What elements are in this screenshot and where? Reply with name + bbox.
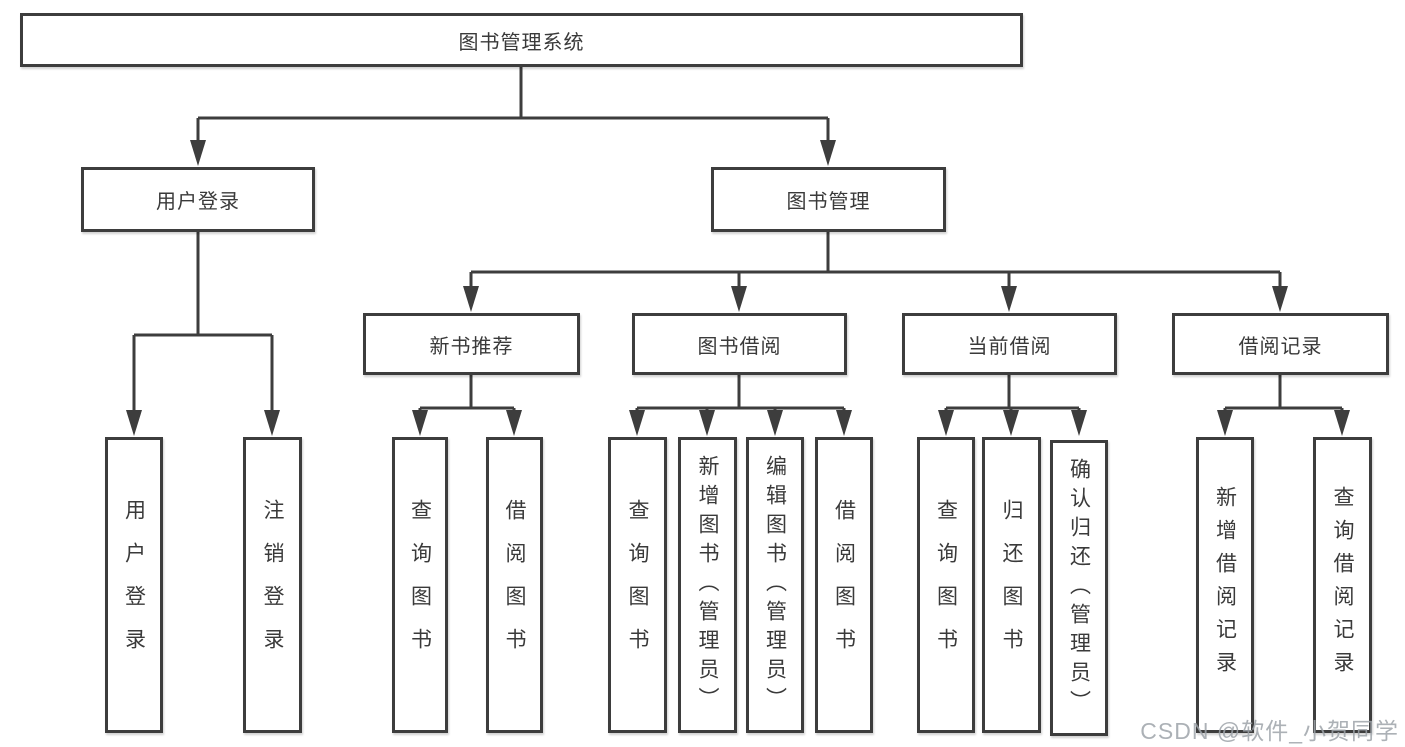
leaf-edit-books-admin: 编辑图书（管理员） (746, 437, 804, 733)
leaf-borrow-books: 借阅图书 (815, 437, 873, 733)
leaf-query-books-recommend: 查询图书 (392, 437, 448, 733)
node-user-login: 用户登录 (81, 167, 315, 232)
leaf-add-books-admin: 新增图书（管理员） (678, 437, 737, 733)
leaf-add-borrow-record: 新增借阅记录 (1196, 437, 1254, 733)
node-current-borrowing: 当前借阅 (902, 313, 1117, 375)
node-library-management-system: 图书管理系统 (20, 13, 1023, 67)
node-book-management: 图书管理 (711, 167, 946, 232)
csdn-watermark: CSDN @软件_小贺同学 (1140, 718, 1399, 744)
leaf-query-books-current: 查询图书 (917, 437, 975, 733)
leaf-logout: 注销登录 (243, 437, 302, 733)
node-book-borrowing: 图书借阅 (632, 313, 847, 375)
leaf-confirm-return-admin: 确认归还（管理员） (1050, 440, 1108, 736)
node-new-book-recommendation: 新书推荐 (363, 313, 580, 375)
leaf-query-books-borrow: 查询图书 (608, 437, 667, 733)
node-borrowing-records: 借阅记录 (1172, 313, 1389, 375)
leaf-return-books: 归还图书 (982, 437, 1041, 733)
leaf-user-login: 用户登录 (105, 437, 163, 733)
leaf-borrow-books-recommend: 借阅图书 (486, 437, 543, 733)
leaf-query-borrow-record: 查询借阅记录 (1313, 437, 1372, 733)
